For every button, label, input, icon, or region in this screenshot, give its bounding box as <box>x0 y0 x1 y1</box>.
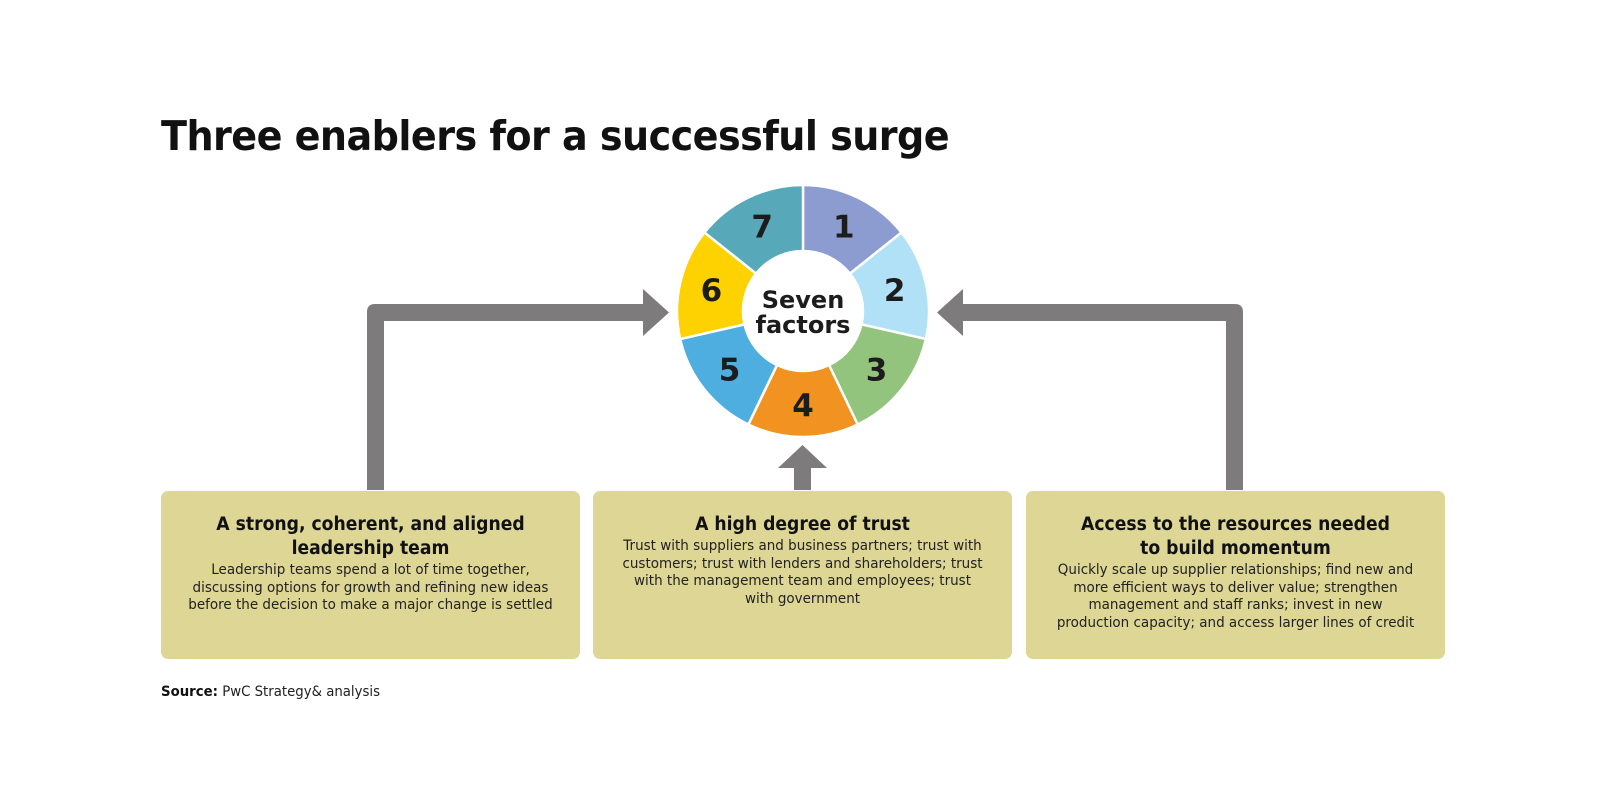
right-arrowhead <box>937 289 963 336</box>
factor-number-1: 1 <box>833 209 855 245</box>
enabler-card-leadership: A strong, coherent, and aligned leadersh… <box>161 491 580 659</box>
donut-center-hole <box>742 250 864 372</box>
enabler-description: Leadership teams spend a lot of time tog… <box>188 562 553 613</box>
factor-number-2: 2 <box>884 273 906 309</box>
center-label-line1: Seven <box>762 286 845 314</box>
factor-number-6: 6 <box>701 273 723 309</box>
enabler-description: Quickly scale up supplier relationships;… <box>1056 562 1415 631</box>
enabler-card-resources: Access to the resources needed to build … <box>1026 491 1445 659</box>
arrows <box>367 289 1243 490</box>
enabler-card-trust: A high degree of trust Trust with suppli… <box>593 491 1012 659</box>
enabler-description: Trust with suppliers and business partne… <box>622 538 983 607</box>
left-arrowhead <box>643 289 669 336</box>
page-title: Three enablers for a successful surge <box>161 112 950 160</box>
source-text: PwC Strategy& analysis <box>222 684 381 700</box>
up-arrow-stem <box>794 466 811 490</box>
factor-number-7: 7 <box>751 209 773 245</box>
factor-number-3: 3 <box>866 353 888 389</box>
right-elbow-arrow <box>960 304 1243 490</box>
seven-factors-donut: 12 3 4 5 67 <box>675 183 931 439</box>
source-note: Source: PwC Strategy& analysis <box>161 684 380 700</box>
enabler-title: Access to the resources needed to build … <box>1081 514 1390 559</box>
enabler-title: A high degree of trust <box>695 514 910 535</box>
up-arrowhead <box>778 445 827 468</box>
source-label: Source: <box>161 684 218 700</box>
factor-number-5: 5 <box>719 353 741 389</box>
enabler-title: A strong, coherent, and aligned leadersh… <box>216 514 525 559</box>
center-label-line2: factors <box>756 311 851 339</box>
left-elbow-arrow <box>367 304 645 490</box>
factor-number-4: 4 <box>792 388 814 424</box>
